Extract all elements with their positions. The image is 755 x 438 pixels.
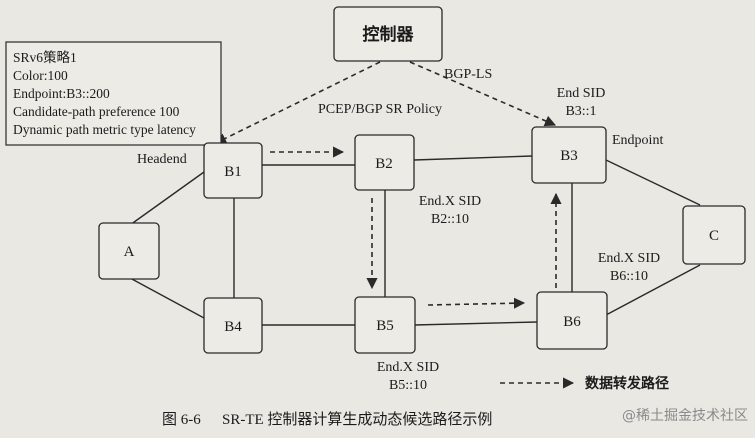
- link-a-b4: [129, 277, 205, 319]
- figure-caption: 图 6-6 SR-TE 控制器计算生成动态候选路径示例: [162, 410, 492, 428]
- node-a-label: A: [124, 244, 135, 260]
- node-b5: B5: [354, 296, 416, 354]
- node-controller: 控制器: [333, 6, 443, 62]
- endx-sid-b6-value: B6::10: [610, 269, 648, 284]
- node-b1: B1: [203, 142, 263, 199]
- caption-number: 图 6-6: [162, 411, 201, 428]
- node-b5-label: B5: [376, 318, 394, 334]
- node-b3-label: B3: [560, 148, 578, 164]
- node-c: C: [682, 205, 746, 265]
- policy-line-3: Endpoint:B3::200: [13, 86, 110, 101]
- link-a-b1: [129, 171, 205, 226]
- link-b5-b6: [413, 321, 538, 326]
- watermark: @稀土掘金技术社区: [622, 408, 748, 424]
- node-b4: B4: [203, 297, 263, 354]
- node-b6: B6: [536, 291, 608, 350]
- endx-sid-b5-title: End.X SID: [377, 360, 439, 375]
- bgp-ls-label: BGP-LS: [444, 67, 492, 82]
- link-b3-c: [605, 159, 701, 206]
- legend-label: 数据转发路径: [585, 375, 669, 392]
- node-a: A: [98, 222, 160, 280]
- policy-line-5: Dynamic path metric type latency: [13, 122, 196, 137]
- end-sid-b3-value: B3::1: [565, 104, 596, 119]
- path-arrow-b5-b6: [427, 297, 526, 309]
- endx-sid-b6-title: End.X SID: [598, 251, 660, 266]
- pcep-label: PCEP/BGP SR Policy: [318, 102, 442, 117]
- link-b6-c: [605, 264, 701, 316]
- endx-sid-b5-value: B5::10: [389, 378, 427, 393]
- legend: 数据转发路径: [500, 375, 669, 392]
- policy-line-1: SRv6策略1: [13, 49, 77, 65]
- node-controller-label: 控制器: [363, 24, 415, 45]
- link-b2-b3: [413, 155, 533, 161]
- node-b6-label: B6: [563, 314, 581, 330]
- headend-label: Headend: [137, 152, 187, 167]
- endx-sid-b2-value: B2::10: [431, 212, 469, 227]
- node-b4-label: B4: [224, 319, 242, 335]
- caption-text: SR-TE 控制器计算生成动态候选路径示例: [222, 410, 492, 428]
- policy-line-2: Color:100: [13, 68, 68, 83]
- policy-line-4: Candidate-path preference 100: [13, 104, 180, 119]
- node-b1-label: B1: [224, 164, 242, 180]
- node-b2: B2: [354, 134, 415, 191]
- endpoint-label: Endpoint: [612, 133, 663, 148]
- pcep-arrow: [214, 61, 381, 144]
- node-b3: B3: [531, 126, 607, 184]
- node-b2-label: B2: [375, 156, 393, 172]
- policy-box: SRv6策略1 Color:100 Endpoint:B3::200 Candi…: [5, 41, 222, 146]
- endx-sid-b2-title: End.X SID: [419, 194, 481, 209]
- end-sid-b3-title: End SID: [557, 86, 606, 101]
- node-c-label: C: [709, 228, 719, 244]
